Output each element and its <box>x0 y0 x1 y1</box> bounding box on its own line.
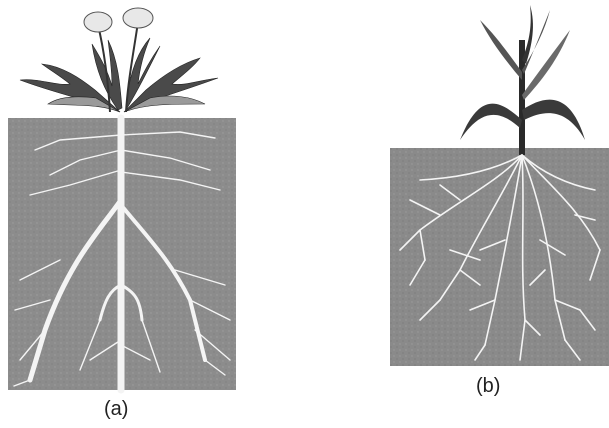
caption-b: (b) <box>476 375 500 398</box>
fibrous-diagram <box>380 0 609 428</box>
panel-a-taproot: (a) <box>0 0 250 428</box>
flower-heads <box>84 8 153 32</box>
panel-b-fibrous: (b) <box>380 0 609 428</box>
caption-a: (a) <box>104 398 128 421</box>
maize-plant <box>460 5 585 155</box>
taproot-diagram <box>0 0 250 428</box>
dandelion-leaves <box>20 38 218 112</box>
soil-block <box>390 148 609 366</box>
